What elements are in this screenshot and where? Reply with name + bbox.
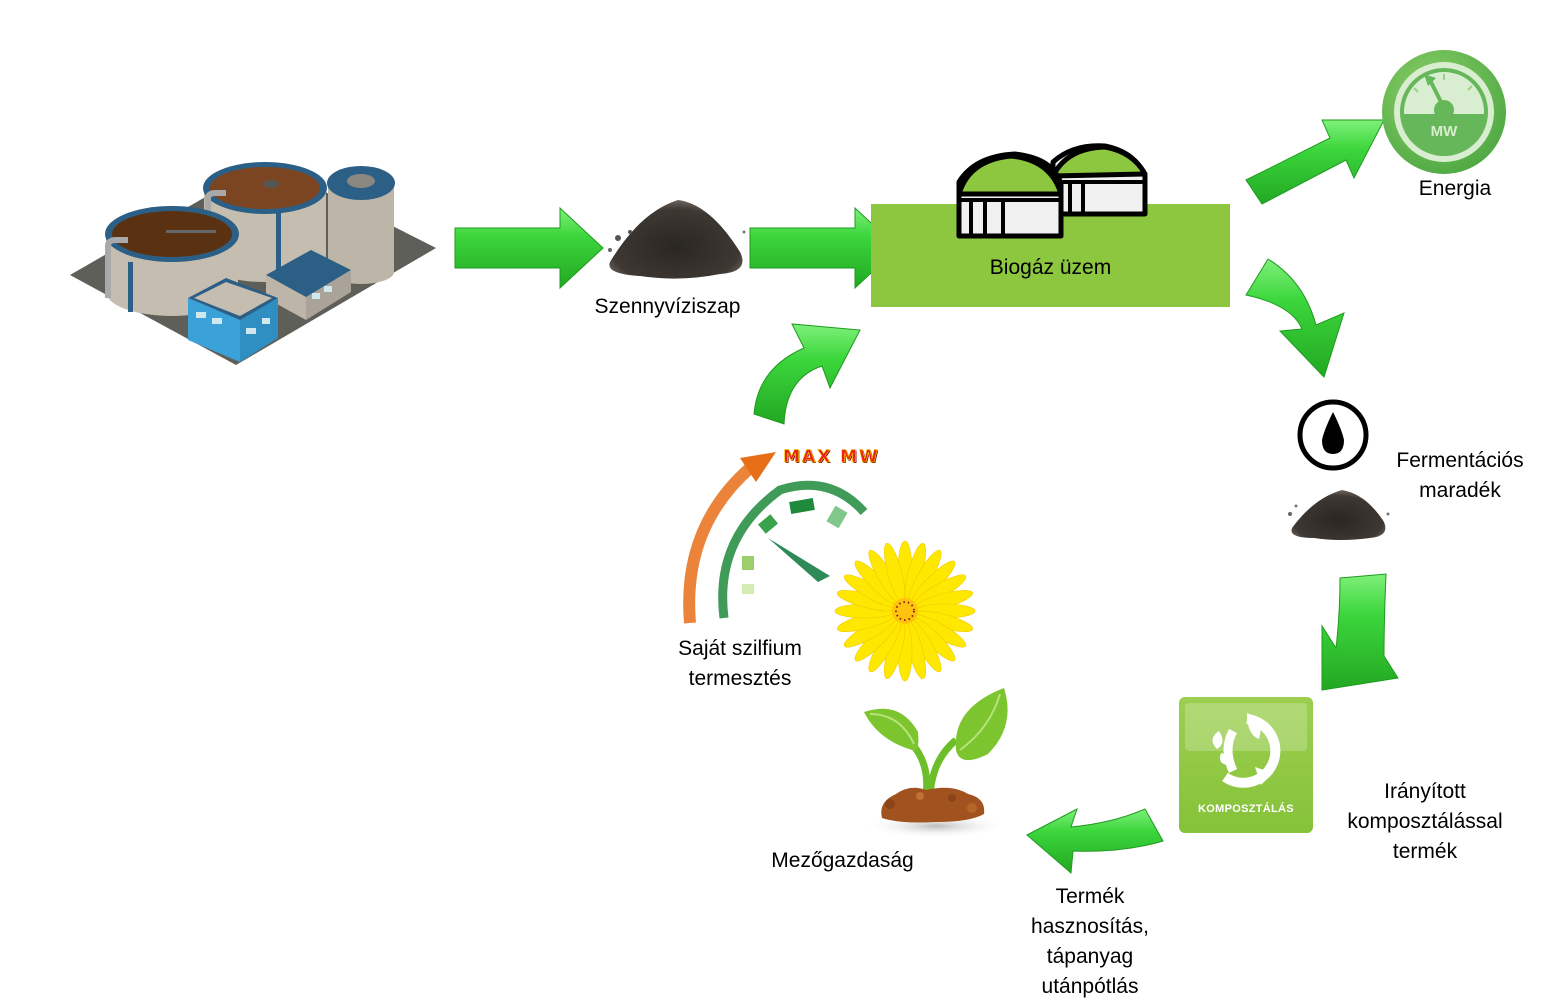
digestate-label: Fermentációs maradék <box>1380 446 1540 506</box>
sludge-label: Szennyvíziszap <box>594 295 741 318</box>
arrow-compost-to-agriculture <box>1026 807 1164 875</box>
mw-badge-text: MW <box>1431 123 1458 140</box>
energy-label: Energia <box>1418 177 1492 200</box>
utilisation-label-line3: tápanyag <box>1046 945 1134 968</box>
silphium-flower-icon <box>834 540 976 682</box>
utilisation-label-line2: hasznosítás, <box>1031 915 1149 938</box>
arrow-biogas-to-energy <box>1245 119 1385 205</box>
compost-label-line3: termék <box>1392 840 1458 863</box>
silphium-label-line1: Saját szilfium <box>678 637 802 660</box>
arrow-plant-to-sludge <box>454 206 604 290</box>
agriculture-label: Mezőgazdaság <box>771 849 914 872</box>
compost-badge-text: KOMPOSZTÁLÁS <box>1198 803 1294 815</box>
arrow-biogas-to-digestate <box>1245 258 1345 378</box>
compost-label-line1: Irányított <box>1384 780 1466 803</box>
utilisation-label: Termék hasznosítás, tápanyag utánpótlás <box>1000 882 1180 1002</box>
utilisation-label-line1: Termék <box>1055 885 1125 908</box>
sprout-icon <box>864 688 1008 838</box>
silphium-label: Saját szilfium termesztés <box>650 634 830 694</box>
biogas-domes-icon <box>956 143 1148 239</box>
utilisation-label-line4: utánpótlás <box>1041 975 1139 998</box>
digestate-label-line2: maradék <box>1419 479 1501 502</box>
mw-gauge-icon: MW <box>1382 50 1506 174</box>
compost-badge: KOMPOSZTÁLÁS <box>1179 697 1313 833</box>
max-mw-gauge-icon <box>683 452 868 624</box>
wastewater-treatment-plant-icon <box>70 162 436 365</box>
max-mw-text: MAX MW <box>783 447 880 468</box>
digestate-pile-icon <box>1288 490 1390 540</box>
sludge-pile-icon <box>608 200 746 279</box>
biogas-plant-label: Biogáz üzem <box>989 256 1112 279</box>
compost-recycle-icon <box>1212 713 1281 788</box>
compost-label: Irányított komposztálással termék <box>1320 777 1530 867</box>
silphium-label-line2: termesztés <box>688 667 792 690</box>
compost-label-line2: komposztálással <box>1347 810 1503 833</box>
liquid-drop-icon <box>1297 399 1369 471</box>
arrow-silphium-to-biogas <box>753 323 861 425</box>
digestate-label-line1: Fermentációs <box>1396 449 1524 472</box>
arrow-digestate-to-compost <box>1321 573 1399 691</box>
